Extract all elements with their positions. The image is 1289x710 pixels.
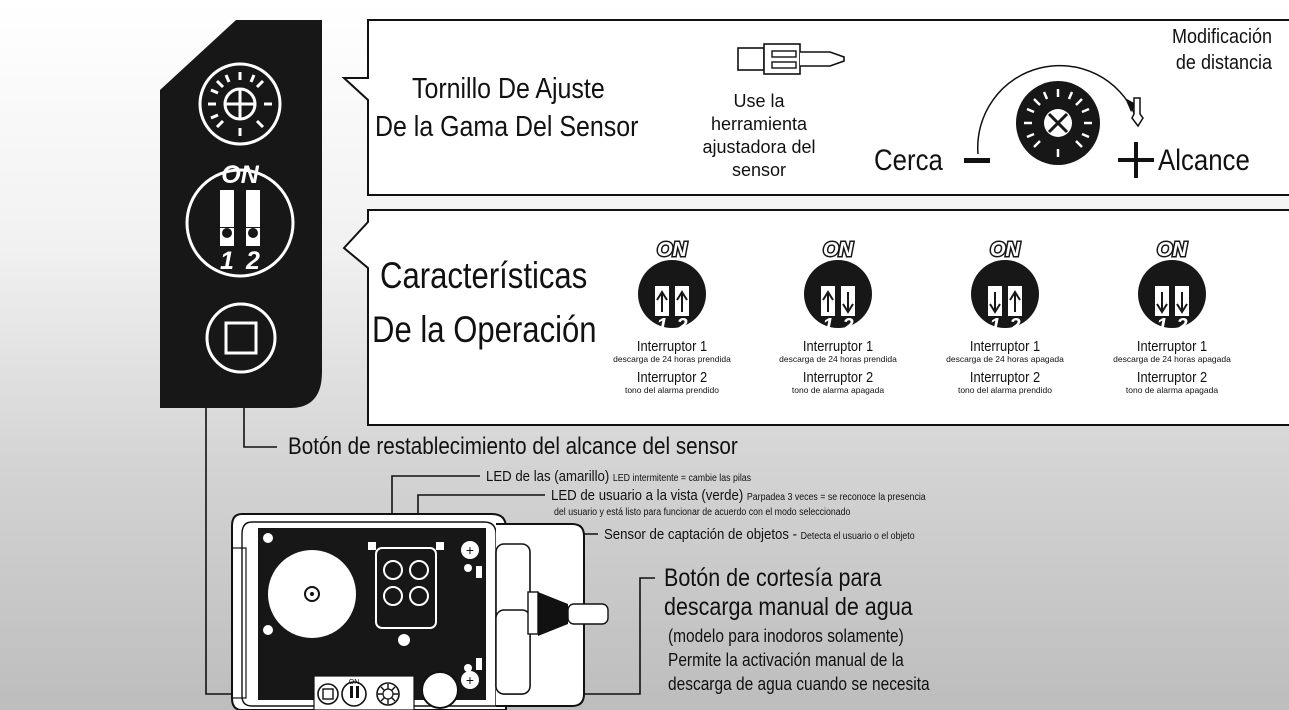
dip-number-1: 1 (989, 315, 1000, 336)
operation-title-line2: De la Operación (372, 309, 597, 350)
modification-line-2: de distancia (1175, 52, 1272, 74)
courtesy-line-2: descarga manual de agua (664, 593, 913, 621)
switch1-title: Interruptor 1 (969, 338, 1041, 355)
user-led-note-1: Parpadea 3 veces = se reconoce la presen… (746, 492, 926, 503)
reset-button-icon (205, 302, 277, 374)
switch2-title: Interruptor 2 (1136, 369, 1208, 386)
user-led-main: LED de usuario a la vista (verde) (551, 487, 744, 504)
side-number-2: 2 (245, 247, 260, 275)
screwdriver-icon (1131, 97, 1144, 128)
sensor-device-illustration: + + ON (231, 513, 609, 710)
switch2-description: tono del alarma prendido (957, 385, 1053, 395)
tool-line-3: ajustadora del (702, 137, 816, 157)
switch1-title: Interruptor 1 (1136, 338, 1208, 355)
dip-on-label: ON (657, 239, 688, 261)
operation-title-line1: Características (380, 255, 588, 296)
modification-line-1: Modificación (1171, 26, 1272, 48)
switch2-title: Interruptor 2 (969, 369, 1041, 386)
battery-led-callout: LED de las (amarillo) LED intermitente =… (486, 468, 751, 485)
switch1-description: descarga de 24 horas apagada (946, 354, 1064, 364)
switch1-title: Interruptor 1 (802, 338, 874, 355)
dip-number-2: 2 (675, 315, 687, 336)
switch2-description: tono del alarma prendido (624, 385, 720, 395)
battery-led-main: LED de las (amarillo) (486, 468, 610, 485)
switch2-description: tono de alarma apagada (791, 385, 885, 395)
minus-icon (964, 158, 990, 163)
switch2-description: tono de alarma apagada (1125, 385, 1219, 395)
courtesy-button-details: (modelo para inodoros solamente) Permite… (668, 624, 930, 696)
side-on-label: ON (221, 161, 259, 189)
dip-number-2: 2 (1175, 315, 1187, 336)
dip-switch-icon: ON 1 2 (804, 238, 872, 336)
side-number-1: 1 (220, 247, 234, 275)
courtesy-line-5: descarga de agua cuando se necesita (668, 674, 930, 694)
range-title-line2: De la Gama Del Sensor (375, 111, 639, 143)
switch1-title: Interruptor 1 (636, 338, 708, 355)
sensor-note: Detecta el usuario o el objeto (800, 531, 915, 542)
battery-led-note: LED intermitente = cambie las pilas (612, 473, 752, 484)
tool-line-1: Use la (733, 91, 785, 111)
svg-text:+: + (466, 542, 474, 558)
near-label: Cerca (874, 144, 943, 177)
plus-icon (1118, 142, 1154, 178)
switch1-description: descarga de 24 horas prendida (779, 354, 897, 364)
courtesy-line-3: (modelo para inodoros solamente) (668, 626, 904, 646)
dip-on-label: ON (823, 239, 854, 261)
courtesy-line-1: Botón de cortesía para (664, 564, 882, 592)
switch1-description: descarga de 24 horas apagada (1113, 354, 1231, 364)
dip-number-1: 1 (656, 315, 667, 336)
device-on-label: ON (349, 679, 360, 686)
modification-label: Modificación de distancia (1146, 24, 1272, 76)
user-led-callout: LED de usuario a la vista (verde) Parpad… (551, 487, 926, 504)
dip-on-label: ON (1157, 239, 1188, 261)
switch2-title: Interruptor 2 (636, 369, 708, 386)
far-label: Alcance (1158, 144, 1250, 177)
sensor-callout: Sensor de captación de objetos - Detecta… (604, 526, 915, 543)
user-led-note-2: del usuario y está listo para funcionar … (554, 507, 851, 518)
switch1-description: descarga de 24 horas prendida (613, 354, 731, 364)
range-knob-icon (1016, 81, 1100, 165)
dip-switch-icon: ON 1 2 (971, 238, 1039, 336)
dip-number-1: 1 (822, 315, 833, 336)
tool-instructions: Use la herramienta ajustadora del sensor (700, 90, 818, 182)
tool-line-2: herramienta (710, 114, 808, 134)
tool-line-4: sensor (731, 160, 787, 180)
svg-text:+: + (466, 672, 474, 688)
dip-number-2: 2 (1008, 315, 1020, 336)
range-title-line1: Tornillo De Ajuste (412, 73, 605, 105)
dip-number-1: 1 (1156, 315, 1167, 336)
dip-switch-icon: ON 1 2 (1138, 238, 1206, 336)
courtesy-button-callout: Botón de cortesía para descarga manual d… (664, 564, 913, 622)
dip-on-label: ON (990, 239, 1021, 261)
adjustment-tool-icon (737, 43, 845, 75)
dip-number-2: 2 (841, 315, 853, 336)
range-dial-icon (198, 62, 282, 146)
sensor-main: Sensor de captación de objetos - (604, 526, 797, 543)
side-dip-switch-icon: ON 1 2 (185, 161, 295, 278)
reset-button-callout: Botón de restablecimiento del alcance de… (288, 433, 738, 460)
range-arc (977, 64, 1136, 155)
courtesy-line-4: Permite la activación manual de la (668, 650, 904, 670)
dip-switch-icon: ON 1 2 (638, 238, 706, 336)
switch2-title: Interruptor 2 (802, 369, 874, 386)
